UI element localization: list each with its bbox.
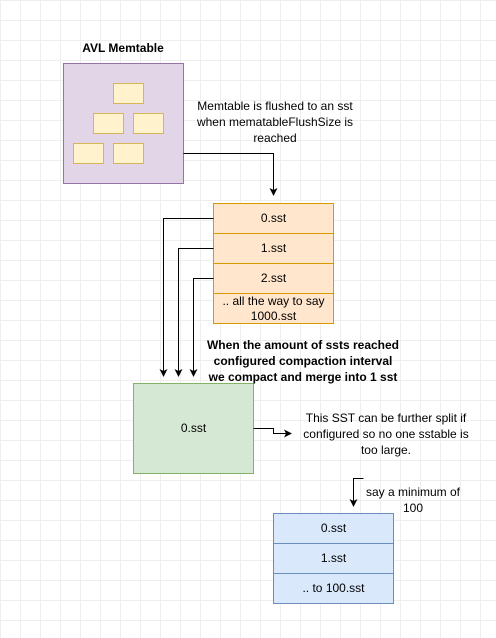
sst-file-0 [213,203,334,234]
compact-arrow-0 [159,218,214,377]
split-note: This SST can be further split if configu… [303,411,469,457]
memtable-title: AVL Memtable [82,41,164,55]
split-sst-1 [273,543,394,574]
sst-file-more [213,293,334,324]
sst-file-more-label: .. all the way to say 1000.sst [222,293,325,323]
split-note-arrow [253,428,292,438]
flush-note: Memtable is flushed to an sst when memat… [196,99,354,145]
sst-file-1-label: 1.sst [260,241,287,255]
split-sst-more [273,573,394,604]
flush-arrow [183,153,278,196]
tree-node [113,143,144,164]
split-sst-more-label: .. to 100.sst [302,581,365,595]
sst-file-2-label: 2.sst [260,271,287,285]
compact-arrow-2 [189,278,214,377]
split-sst-1-label: 1.sst [320,551,347,565]
tree-node [93,113,124,134]
tree-node [73,143,104,164]
minimum-note: say a minimum of 100 [365,485,461,515]
compact-arrow-1 [174,248,214,377]
split-arrow [349,478,364,507]
tree-node [113,83,144,104]
tree-node [133,113,164,134]
merged-sst-box [133,383,254,474]
sst-file-2 [213,263,334,294]
sst-file-0-label: 0.sst [260,211,287,225]
merged-sst-label: 0.sst [180,421,207,435]
sst-file-1 [213,233,334,264]
compaction-note: When the amount of ssts reached configur… [206,338,400,384]
split-sst-0-label: 0.sst [320,521,347,535]
